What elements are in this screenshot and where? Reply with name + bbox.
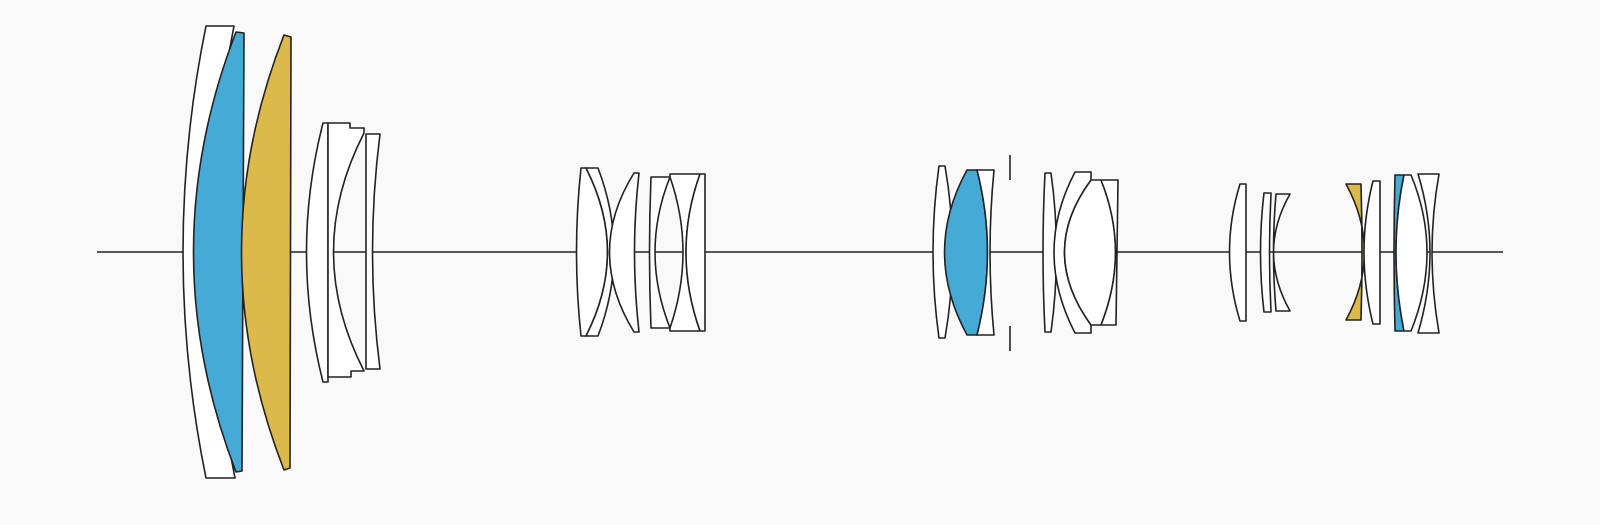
lens-element bbox=[1272, 193, 1291, 312]
lens-element bbox=[1417, 173, 1440, 334]
lens-element bbox=[685, 173, 706, 332]
lens-element bbox=[1259, 192, 1272, 313]
lens-element bbox=[192, 31, 245, 473]
lens-element bbox=[1345, 183, 1366, 321]
lens-group-3 bbox=[932, 165, 995, 339]
lens-group-1 bbox=[182, 25, 381, 479]
lens-element bbox=[608, 172, 640, 333]
lens-element bbox=[976, 169, 995, 336]
lens-element bbox=[1395, 174, 1428, 332]
lens-element bbox=[365, 133, 381, 370]
lens-element bbox=[240, 34, 292, 471]
lens-group-5 bbox=[1228, 183, 1291, 322]
lens-group-2 bbox=[575, 167, 706, 337]
lens-element bbox=[585, 167, 615, 337]
lens-group-6 bbox=[1345, 173, 1440, 334]
lens-element bbox=[943, 169, 989, 336]
lens-element bbox=[1100, 179, 1119, 326]
lens-element bbox=[1363, 180, 1381, 325]
lens-element bbox=[1228, 183, 1247, 322]
lens-group-4 bbox=[1042, 171, 1119, 334]
lens-element bbox=[327, 122, 365, 378]
lens-element bbox=[305, 122, 329, 383]
lens-element bbox=[1042, 172, 1058, 333]
